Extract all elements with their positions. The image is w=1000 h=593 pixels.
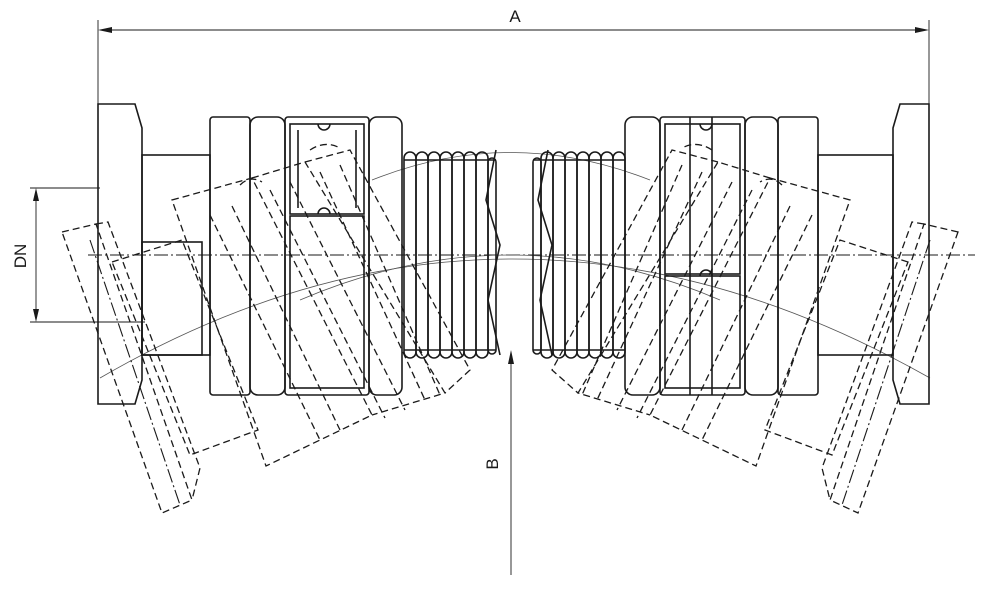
- dimension-a-label: A: [509, 7, 521, 26]
- right-bent-assembly: [551, 143, 959, 514]
- right-bent-flange: [829, 223, 959, 514]
- left-bellows: [403, 151, 497, 359]
- left-break-line: [485, 149, 501, 356]
- right-collar: [624, 116, 819, 396]
- right-flange: [892, 103, 930, 405]
- left-assembly: [97, 103, 501, 405]
- left-bent-neck: [111, 239, 259, 456]
- dimension-dn-label: DN: [11, 244, 30, 269]
- right-bellows: [532, 151, 626, 359]
- right-break-line: [537, 149, 553, 356]
- right-bent-neck: [764, 239, 909, 456]
- left-bent-flange: [61, 223, 193, 514]
- bend-arcs: [99, 152, 931, 379]
- dimension-a: A: [97, 7, 930, 104]
- dimension-dn: DN: [11, 187, 145, 323]
- left-flange: [97, 103, 143, 405]
- left-collar: [209, 116, 403, 396]
- left-bent-collar: [171, 177, 373, 467]
- dimension-b-label: B: [483, 458, 502, 469]
- dimension-b: B: [483, 350, 514, 575]
- left-bent-assembly: [61, 143, 471, 514]
- right-bent-collar: [649, 177, 851, 467]
- right-assembly: [532, 103, 930, 405]
